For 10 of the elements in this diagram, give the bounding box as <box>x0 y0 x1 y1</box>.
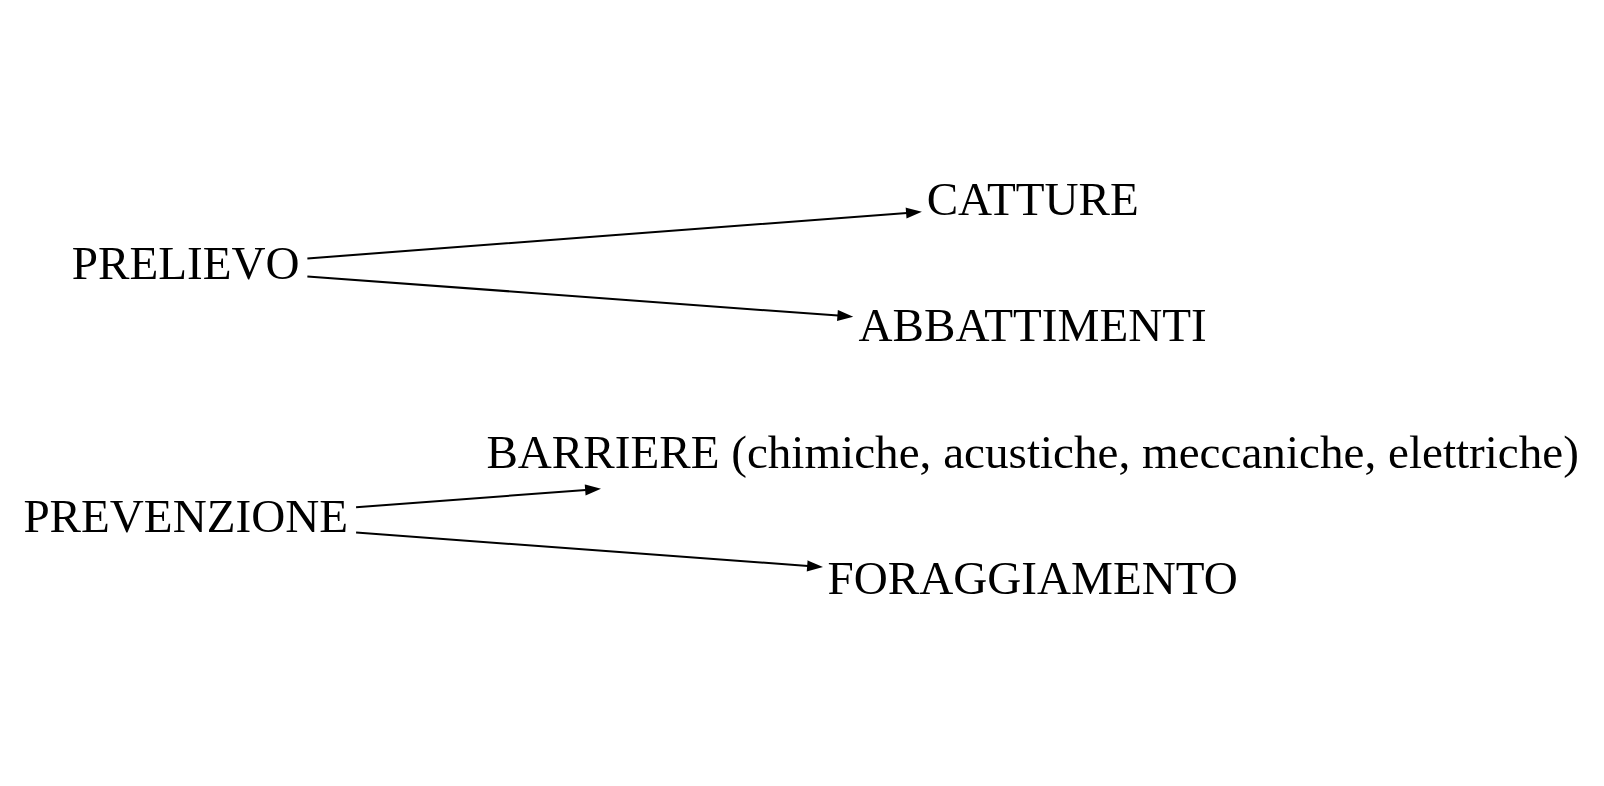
node-text: FORAGGIAMENTO <box>827 552 1238 605</box>
node-text: PRELIEVO <box>71 237 300 290</box>
arrow <box>356 531 823 572</box>
arrow <box>356 484 601 509</box>
node-text: BARRIERE (chimiche, acustiche, meccaniche, elettriche) <box>486 425 1579 478</box>
arrow <box>307 275 854 322</box>
node-text: CATTURE <box>926 173 1139 226</box>
node-text: PREVENZIONE <box>23 489 349 542</box>
node-text: ABBATTIMENTI <box>858 299 1207 352</box>
arrow <box>307 207 922 260</box>
